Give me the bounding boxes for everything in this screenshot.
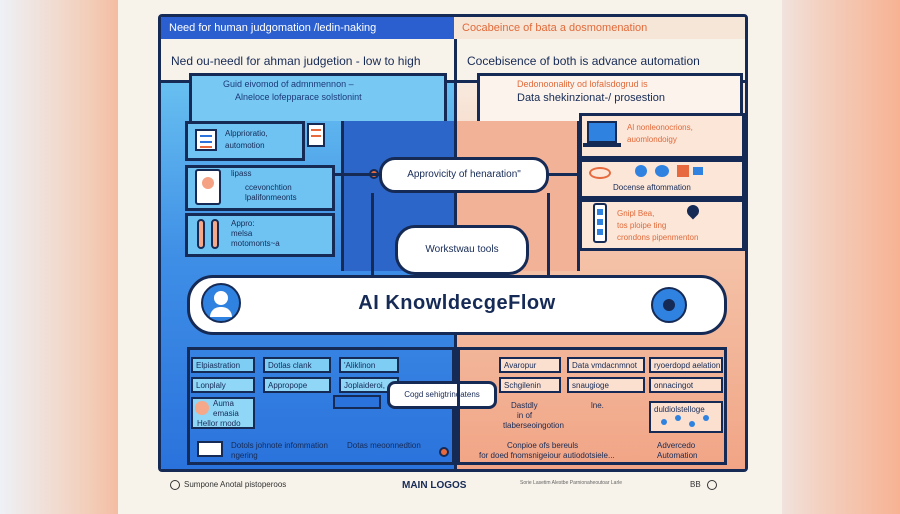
network-hub-icon	[651, 287, 687, 323]
bl-row1-col1: Elpiastration	[191, 357, 255, 373]
bottom-right-frame	[457, 347, 727, 465]
left-card-2-line3: lpalifonmeonts	[245, 193, 297, 202]
laptop-icon	[587, 121, 617, 143]
left-caption-panel	[189, 73, 447, 121]
bl-row1-col3: 'Aliklinon	[339, 357, 399, 373]
br-row2-col2: snaugioge	[567, 377, 645, 393]
monitor-icon	[197, 441, 223, 457]
network-line-icon	[661, 415, 717, 427]
connector-dot-bottom	[439, 447, 449, 457]
br-row3-line1: Dastdly	[511, 401, 538, 410]
br-row1-col1: Avaropur	[499, 357, 561, 373]
left-card-3	[185, 213, 335, 257]
br-row3-line3: tlaberseoingotion	[503, 421, 564, 430]
approvicity-bubble: Approvicity of henaration"	[379, 157, 549, 193]
user-card-icon	[195, 169, 221, 205]
right-item-3-line2: tos ploipe ting	[617, 221, 667, 230]
sensor-icons	[629, 165, 709, 179]
br-row2-col3: onnacingot	[649, 377, 723, 393]
left-caption-line2: Alneloce lofepparace solstlonint	[235, 92, 362, 102]
bl-row2-col3: Joplaideroi,	[339, 377, 399, 393]
infographic-frame: Need for human judgomation /ledin-naking…	[158, 14, 748, 472]
connector-line-h2	[549, 173, 579, 176]
bl-row2-col2: Appropope	[263, 377, 331, 393]
right-item-1-line1: Al nonleonocrions,	[627, 123, 693, 132]
tools-icon	[195, 219, 223, 249]
right-item-2-line1: Docense aftommation	[613, 183, 691, 192]
connector-line-v2	[547, 193, 550, 275]
bl-row1-col2: Dotlas clank	[263, 357, 331, 373]
br-row1-col3: ryoerdopd aelation	[649, 357, 723, 373]
br-row3-line4: lne.	[591, 401, 604, 410]
footer-right-text: Sorie Lasetim Alestbe Parnionaheoutoar L…	[520, 480, 623, 486]
footer-left-text: Sumpone Anotal pistoperoos	[170, 480, 286, 490]
bl-footer-text: Dotols johnote infommation ngering	[231, 441, 328, 460]
left-card-3-line3: motomonts~a	[231, 239, 280, 248]
eye-icon	[589, 167, 611, 179]
user-avatar-icon	[201, 283, 241, 323]
footer-left-label: Sumpone Anotal pistoperoos	[184, 480, 287, 490]
footer-center-text: MAIN LOGOS	[402, 480, 467, 491]
right-caption-line1: Dedonoonality od lofalsdogrud is	[517, 79, 648, 89]
approvicity-text: Approvicity of henaration"	[407, 169, 521, 180]
connector-line-v1	[371, 193, 374, 275]
bl-row3-line3: Hellor rnodo	[197, 419, 241, 428]
footer-right-mark: BB	[690, 480, 717, 490]
right-item-3-line3: crondons pipenmenton	[617, 233, 699, 242]
main-title-text: AI KnowldecgeFlow	[358, 292, 556, 314]
bl-row3-line1: Auma	[213, 399, 234, 408]
header-left-title: Need for human judgomation /ledin-naking	[161, 17, 462, 39]
br-footer-right2: Automation	[657, 451, 698, 460]
br-row1-col2: Data vmdacnmnot	[567, 357, 645, 373]
left-card-3-line1: Appro:	[231, 219, 255, 228]
br-footer-text: Conpioe ofs bereuls	[507, 441, 579, 450]
br-row2-col1: Schgilenin	[499, 377, 561, 393]
bl-row3-line2: emasia	[213, 409, 239, 418]
center-chip-text: Cogd sehigtrinoatens	[404, 390, 480, 399]
progress-chip	[333, 395, 381, 409]
footer-right-circle-icon	[706, 480, 717, 490]
slider-icon	[593, 203, 607, 243]
left-card-2-line2: ccevonchtion	[245, 183, 292, 192]
center-chip: Cogd sehigtrinoatens	[387, 381, 497, 409]
right-item-1-line2: auomlondoigy	[627, 135, 677, 144]
workflow-tools-bubble: Workstwau tools	[395, 225, 529, 275]
right-item-3-line1: Gnipl Bea,	[617, 209, 655, 218]
left-card-1-line1: Alpprioratio,	[225, 129, 268, 138]
left-card-1-line2: automotion	[225, 141, 265, 150]
br-footer-text2: for doed fnomsnigeiour autiodotsiele...	[479, 451, 615, 460]
workflow-tools-text: Workstwau tools	[425, 244, 499, 255]
br-row3-line2: in of	[517, 411, 533, 420]
br-row3-col3: duldiolstelloge	[649, 401, 723, 433]
header-right-title: Cocabeince of bata a dosmomenation	[454, 17, 745, 39]
main-title-bar: AI KnowldecgeFlow	[187, 275, 727, 335]
paper-icon	[307, 123, 325, 147]
connector-line-h1	[335, 173, 379, 176]
right-caption-line2: Data shekinzionat-/ prosestion	[517, 92, 665, 104]
br-footer-right1: Advercedo	[657, 441, 696, 450]
document-icon	[195, 129, 217, 151]
footer-left-icon	[170, 480, 180, 490]
bl-footer-text2: Dotas meoonnedtion	[347, 441, 421, 450]
footer-right-mark-label: BB	[690, 480, 701, 490]
bl-row2-col1: Lonplaly	[191, 377, 255, 393]
laptop-base-icon	[583, 143, 621, 147]
left-card-3-line2: melsa	[231, 229, 253, 238]
left-caption-line1: Guid eivomod of admnmennon –	[223, 79, 354, 89]
face-icon	[195, 401, 209, 415]
left-card-2-line1: lipass	[231, 169, 252, 178]
